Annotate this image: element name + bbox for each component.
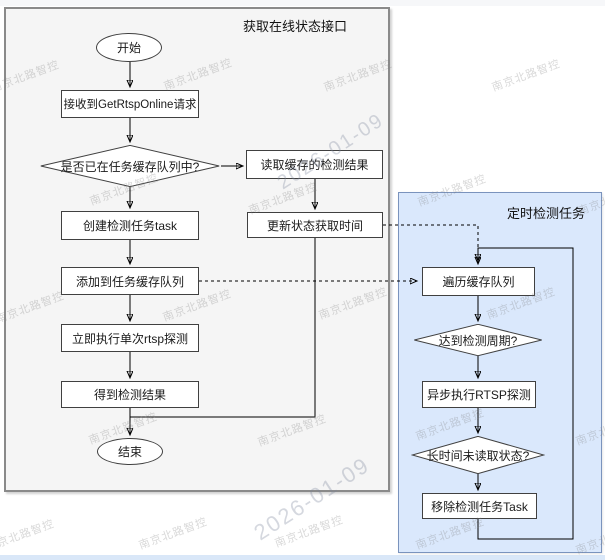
edge-updatetime-merge-end <box>130 238 316 418</box>
node-receive-request: 接收到GetRtspOnline请求 <box>61 90 199 118</box>
node-read-cached-result-label: 读取缓存的检测结果 <box>260 158 369 172</box>
node-decision-cycle-reached: 达到检测周期? <box>413 324 543 356</box>
node-traverse-cache-queue: 遍历缓存队列 <box>422 267 535 296</box>
node-remove-task-label: 移除检测任务Task <box>431 499 528 514</box>
page-bottom-strip <box>0 555 605 560</box>
node-decision-stale-status-label: 长时间未读取状态? <box>426 448 530 463</box>
region-scheduled-task <box>398 192 602 553</box>
node-add-to-cache-queue-label: 添加到任务缓存队列 <box>75 274 184 289</box>
node-decision-stale-status: 长时间未读取状态? <box>411 436 545 474</box>
node-decision-cycle-reached-label: 达到检测周期? <box>438 333 518 348</box>
node-add-to-cache-queue: 添加到任务缓存队列 <box>61 267 199 295</box>
node-receive-request-label: 接收到GetRtspOnline请求 <box>63 99 197 111</box>
node-start: 开始 <box>96 33 162 62</box>
node-create-task-label: 创建检测任务task <box>82 219 177 233</box>
node-exec-single-rtsp-probe: 立即执行单次rtsp探测 <box>61 324 199 352</box>
region-online-status-api <box>4 7 390 492</box>
diamond-shape <box>39 145 221 187</box>
node-exec-single-rtsp-probe-label: 立即执行单次rtsp探测 <box>71 331 188 346</box>
node-update-status-time-label: 更新状态获取时间 <box>266 218 363 233</box>
node-traverse-cache-queue-label: 遍历缓存队列 <box>442 275 515 289</box>
node-start-label: 开始 <box>116 41 141 55</box>
node-async-rtsp-probe-label: 异步执行RTSP探测 <box>427 388 531 402</box>
node-decision-in-cache-queue: 是否已在任务缓存队列中? <box>39 145 221 187</box>
node-end: 结束 <box>97 438 163 465</box>
region-title-online-status-api: 获取在线状态接口 <box>243 19 348 34</box>
node-decision-in-cache-queue-label: 是否已在任务缓存队列中? <box>60 159 200 174</box>
diamond-shape <box>413 324 543 356</box>
node-get-result-label: 得到检测结果 <box>93 388 166 402</box>
node-async-rtsp-probe: 异步执行RTSP探测 <box>422 381 536 408</box>
node-get-result: 得到检测结果 <box>61 381 199 408</box>
node-read-cached-result: 读取缓存的检测结果 <box>246 150 383 179</box>
node-end-label: 结束 <box>117 445 142 459</box>
page-top-strip <box>0 0 605 6</box>
node-create-task: 创建检测任务task <box>61 211 199 240</box>
region-title-scheduled-task: 定时检测任务 <box>507 206 586 221</box>
diamond-shape <box>411 436 545 474</box>
edge-dashed-updatetime-traverse <box>383 224 478 261</box>
node-update-status-time: 更新状态获取时间 <box>247 212 383 238</box>
node-remove-task: 移除检测任务Task <box>422 493 537 519</box>
